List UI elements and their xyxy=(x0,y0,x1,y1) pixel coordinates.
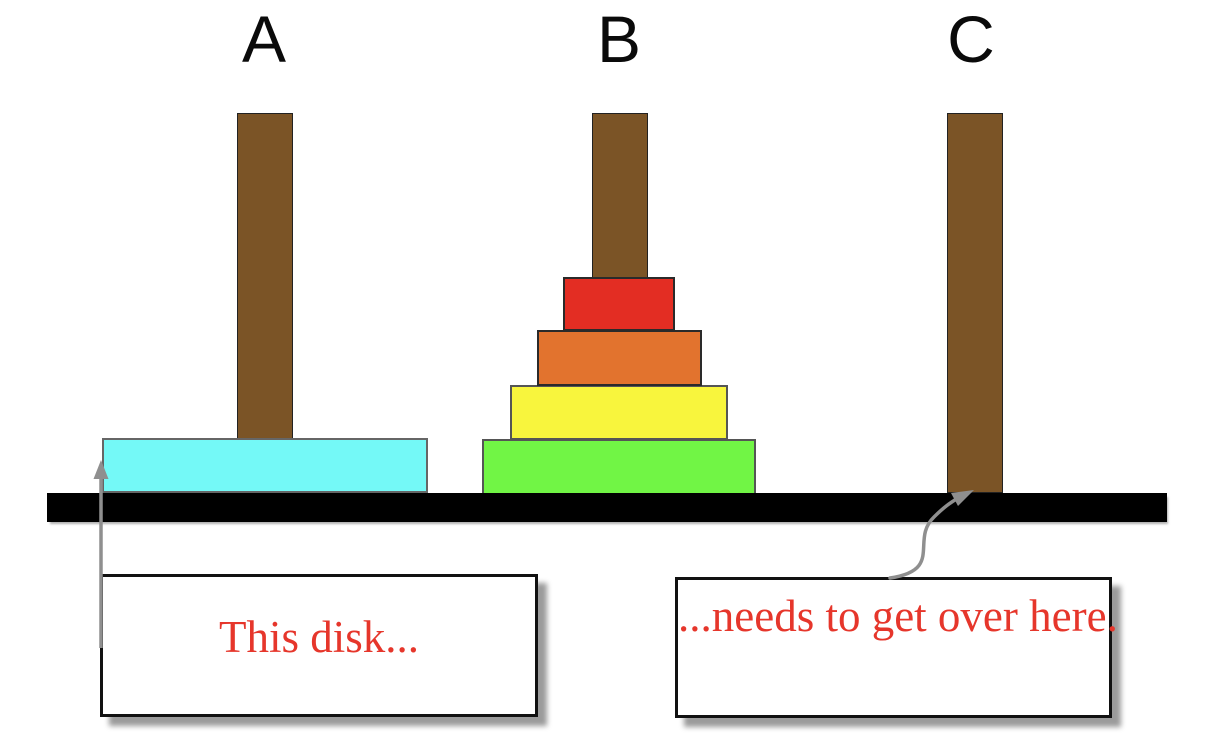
peg-c xyxy=(947,113,1003,493)
callout-needs-to-get-over-here: ...needs to get over here. xyxy=(675,577,1118,718)
disk-yellow-size3 xyxy=(510,385,728,440)
peg-label-a: A xyxy=(241,2,287,76)
peg-a xyxy=(237,113,293,493)
disk-orange-size2 xyxy=(537,330,702,386)
disk-red-size1 xyxy=(563,277,675,331)
peg-label-c: C xyxy=(947,2,995,76)
peg-label-b: B xyxy=(596,2,642,76)
callout-this-disk: This disk... xyxy=(100,574,538,717)
callout-this-disk-text: This disk... xyxy=(218,612,420,662)
disk-green-size4 xyxy=(482,439,756,496)
callout-needs-text: ...needs to get over here. xyxy=(678,591,1118,641)
base-bar xyxy=(47,493,1167,522)
disk-cyan-size5 xyxy=(102,438,428,493)
